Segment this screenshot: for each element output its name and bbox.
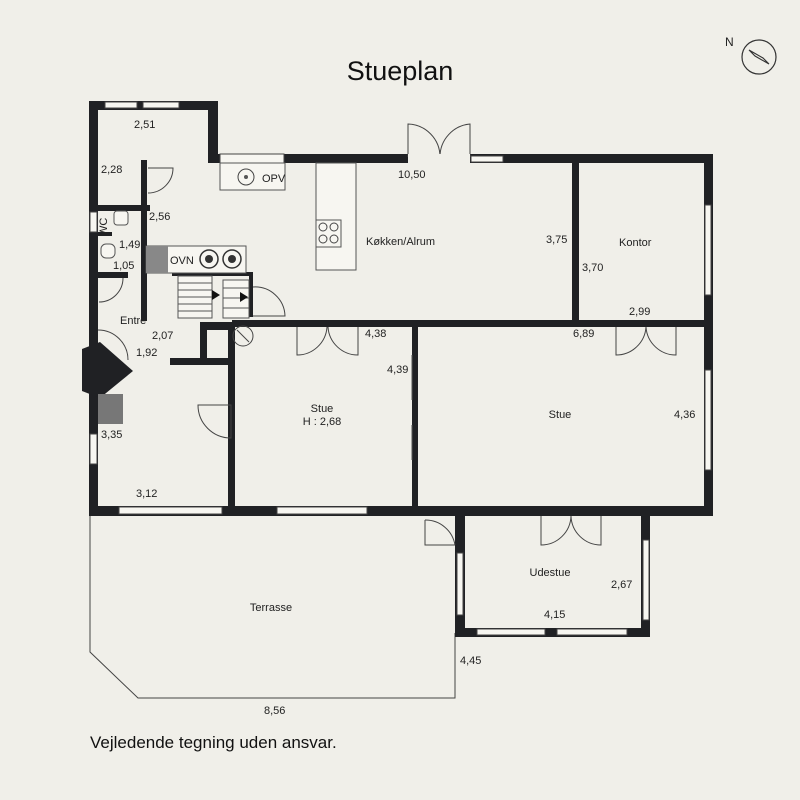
dimension-label: 3,75 xyxy=(546,234,567,246)
dimension-label: 4,38 xyxy=(365,328,386,340)
dimension-labels: 2,51 2,28 2,56 1,49 1,05 10,50 3,75 3,70… xyxy=(101,119,695,717)
compass-north-label: N xyxy=(725,35,734,49)
dimension-label: 2,51 xyxy=(134,119,155,131)
dimension-label: 6,89 xyxy=(573,328,594,340)
burner-icon xyxy=(199,249,242,269)
dimension-label: 3,12 xyxy=(136,488,157,500)
dimension-label: 4,15 xyxy=(544,609,565,621)
room-label-sunroom: Udestue xyxy=(530,567,571,579)
staircase xyxy=(177,275,286,319)
cooktop-icon xyxy=(315,219,342,248)
room-label-ovn: OVN xyxy=(170,255,194,267)
dimension-label: 2,99 xyxy=(629,306,650,318)
dimension-label: 4,39 xyxy=(387,364,408,376)
room-label-living-left: Stue xyxy=(311,403,334,415)
dimension-label: 2,28 xyxy=(101,164,122,176)
dimension-label: 1,49 xyxy=(119,239,140,251)
dimension-label: 4,36 xyxy=(674,409,695,421)
terrace-outline xyxy=(89,515,456,699)
room-labels: WC OPV OVN Køkken/Alrum Kontor Entré Stu… xyxy=(98,173,652,614)
dimension-label: 3,35 xyxy=(101,429,122,441)
room-label-living-right: Stue xyxy=(549,409,572,421)
plan-title: Stueplan xyxy=(347,56,454,86)
room-label-terrace: Terrasse xyxy=(250,602,292,614)
doors xyxy=(97,123,677,546)
room-label-ceiling-height: H : 2,68 xyxy=(303,416,342,428)
dimension-label: 2,07 xyxy=(152,330,173,342)
compass-icon: N xyxy=(725,35,777,75)
room-label-opv: OPV xyxy=(262,173,286,185)
dimension-label: 2,67 xyxy=(611,579,632,591)
fixtures xyxy=(98,162,357,424)
room-label-wc: WC xyxy=(98,218,110,236)
boiler-icon xyxy=(232,325,254,347)
dimension-label: 2,56 xyxy=(149,211,170,223)
windows xyxy=(89,101,712,636)
dimension-label: 8,56 xyxy=(264,705,285,717)
dimension-label: 4,45 xyxy=(460,655,481,667)
disclaimer-text: Vejledende tegning uden ansvar. xyxy=(90,733,337,752)
room-label-office: Kontor xyxy=(619,237,652,249)
room-label-entre: Entré xyxy=(120,315,146,327)
room-label-kitchen: Køkken/Alrum xyxy=(366,236,435,248)
dimension-label: 10,50 xyxy=(398,169,426,181)
dimension-label: 1,05 xyxy=(113,260,134,272)
dimension-label: 1,92 xyxy=(136,347,157,359)
dimension-label: 3,70 xyxy=(582,262,603,274)
